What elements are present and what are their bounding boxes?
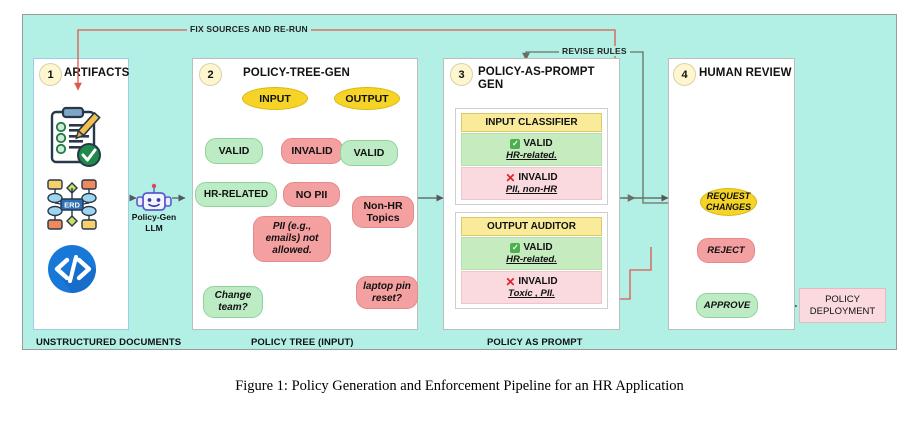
panel-artifacts (33, 58, 129, 330)
input-classifier-invalid-detail: PII, non-HR (505, 184, 558, 195)
cross-icon: ✕ (505, 170, 516, 185)
step-number-2: 2 (199, 63, 222, 86)
panel-title-human-review: HUMAN REVIEW (699, 67, 792, 79)
check-icon: ✓ (510, 138, 521, 149)
step-number-4: 4 (673, 63, 696, 86)
input-classifier-valid-detail: HR-related. (506, 150, 557, 161)
llm-label-line2: LLM (145, 223, 163, 233)
step-number-3: 3 (450, 63, 473, 86)
tree-node-input[interactable]: INPUT (242, 87, 308, 110)
output-auditor-invalid: ✕INVALID Toxic , PII. (461, 271, 602, 304)
tree-node-no-pii[interactable]: NO PII (283, 182, 340, 207)
input-classifier-header: INPUT CLASSIFIER (461, 113, 602, 132)
panel-title-policy-as-prompt-line1: POLICY-AS-PROMPT (478, 66, 595, 78)
tree-node-pii-note[interactable]: PII (e.g., emails) not allowed. (253, 216, 331, 262)
tree-node-laptop-pin-reset[interactable]: laptop pin reset? (356, 276, 418, 309)
caption-policy-tree-input: POLICY TREE (INPUT) (251, 337, 354, 348)
edge-label-fix-sources: FIX SOURCES AND RE-RUN (187, 24, 311, 34)
policy-deployment-line2: DEPLOYMENT (809, 305, 876, 317)
action-request-changes[interactable]: REQUEST CHANGES (700, 188, 757, 216)
caption-policy-as-prompt: POLICY AS PROMPT (487, 337, 583, 348)
policy-deployment-box: POLICY DEPLOYMENT (799, 288, 886, 323)
panel-title-artifacts: ARTIFACTS (64, 67, 130, 79)
tree-node-valid-input[interactable]: VALID (205, 138, 263, 164)
check-icon: ✓ (510, 242, 521, 253)
tree-node-non-hr-topics[interactable]: Non-HR Topics (352, 196, 414, 228)
output-auditor-invalid-label: INVALID (518, 276, 558, 287)
output-auditor-invalid-detail: Toxic , PII. (508, 288, 555, 299)
tree-node-change-team[interactable]: Change team? (203, 286, 263, 318)
input-classifier-invalid-label: INVALID (518, 172, 558, 183)
panel-title-policy-as-prompt-line2: GEN (478, 79, 504, 91)
output-auditor-valid-label: VALID (523, 242, 553, 253)
tree-node-output[interactable]: OUTPUT (334, 87, 400, 110)
input-classifier-valid-label: VALID (523, 138, 553, 149)
tree-node-valid-output[interactable]: VALID (340, 140, 398, 166)
step-number-1: 1 (39, 63, 62, 86)
action-reject[interactable]: REJECT (697, 238, 755, 263)
tree-node-hr-related[interactable]: HR-RELATED (195, 182, 277, 207)
figure-caption: Figure 1: Policy Generation and Enforcem… (235, 378, 684, 394)
output-auditor-valid: ✓VALID HR-related. (461, 237, 602, 270)
panel-title-policy-tree: POLICY-TREE-GEN (243, 67, 350, 79)
output-auditor-valid-detail: HR-related. (506, 254, 557, 265)
policy-deployment-line1: POLICY (825, 293, 860, 305)
caption-unstructured-documents: UNSTRUCTURED DOCUMENTS (36, 337, 182, 348)
llm-label-line1: Policy-Gen (131, 212, 177, 222)
input-classifier-invalid: ✕INVALID PII, non-HR (461, 167, 602, 200)
cross-icon: ✕ (505, 274, 516, 289)
tree-node-invalid-input[interactable]: INVALID (281, 138, 343, 164)
action-approve[interactable]: APPROVE (696, 293, 758, 318)
edge-label-revise-rules: REVISE RULES (559, 46, 630, 56)
output-auditor-header: OUTPUT AUDITOR (461, 217, 602, 236)
input-classifier-valid: ✓VALID HR-related. (461, 133, 602, 166)
